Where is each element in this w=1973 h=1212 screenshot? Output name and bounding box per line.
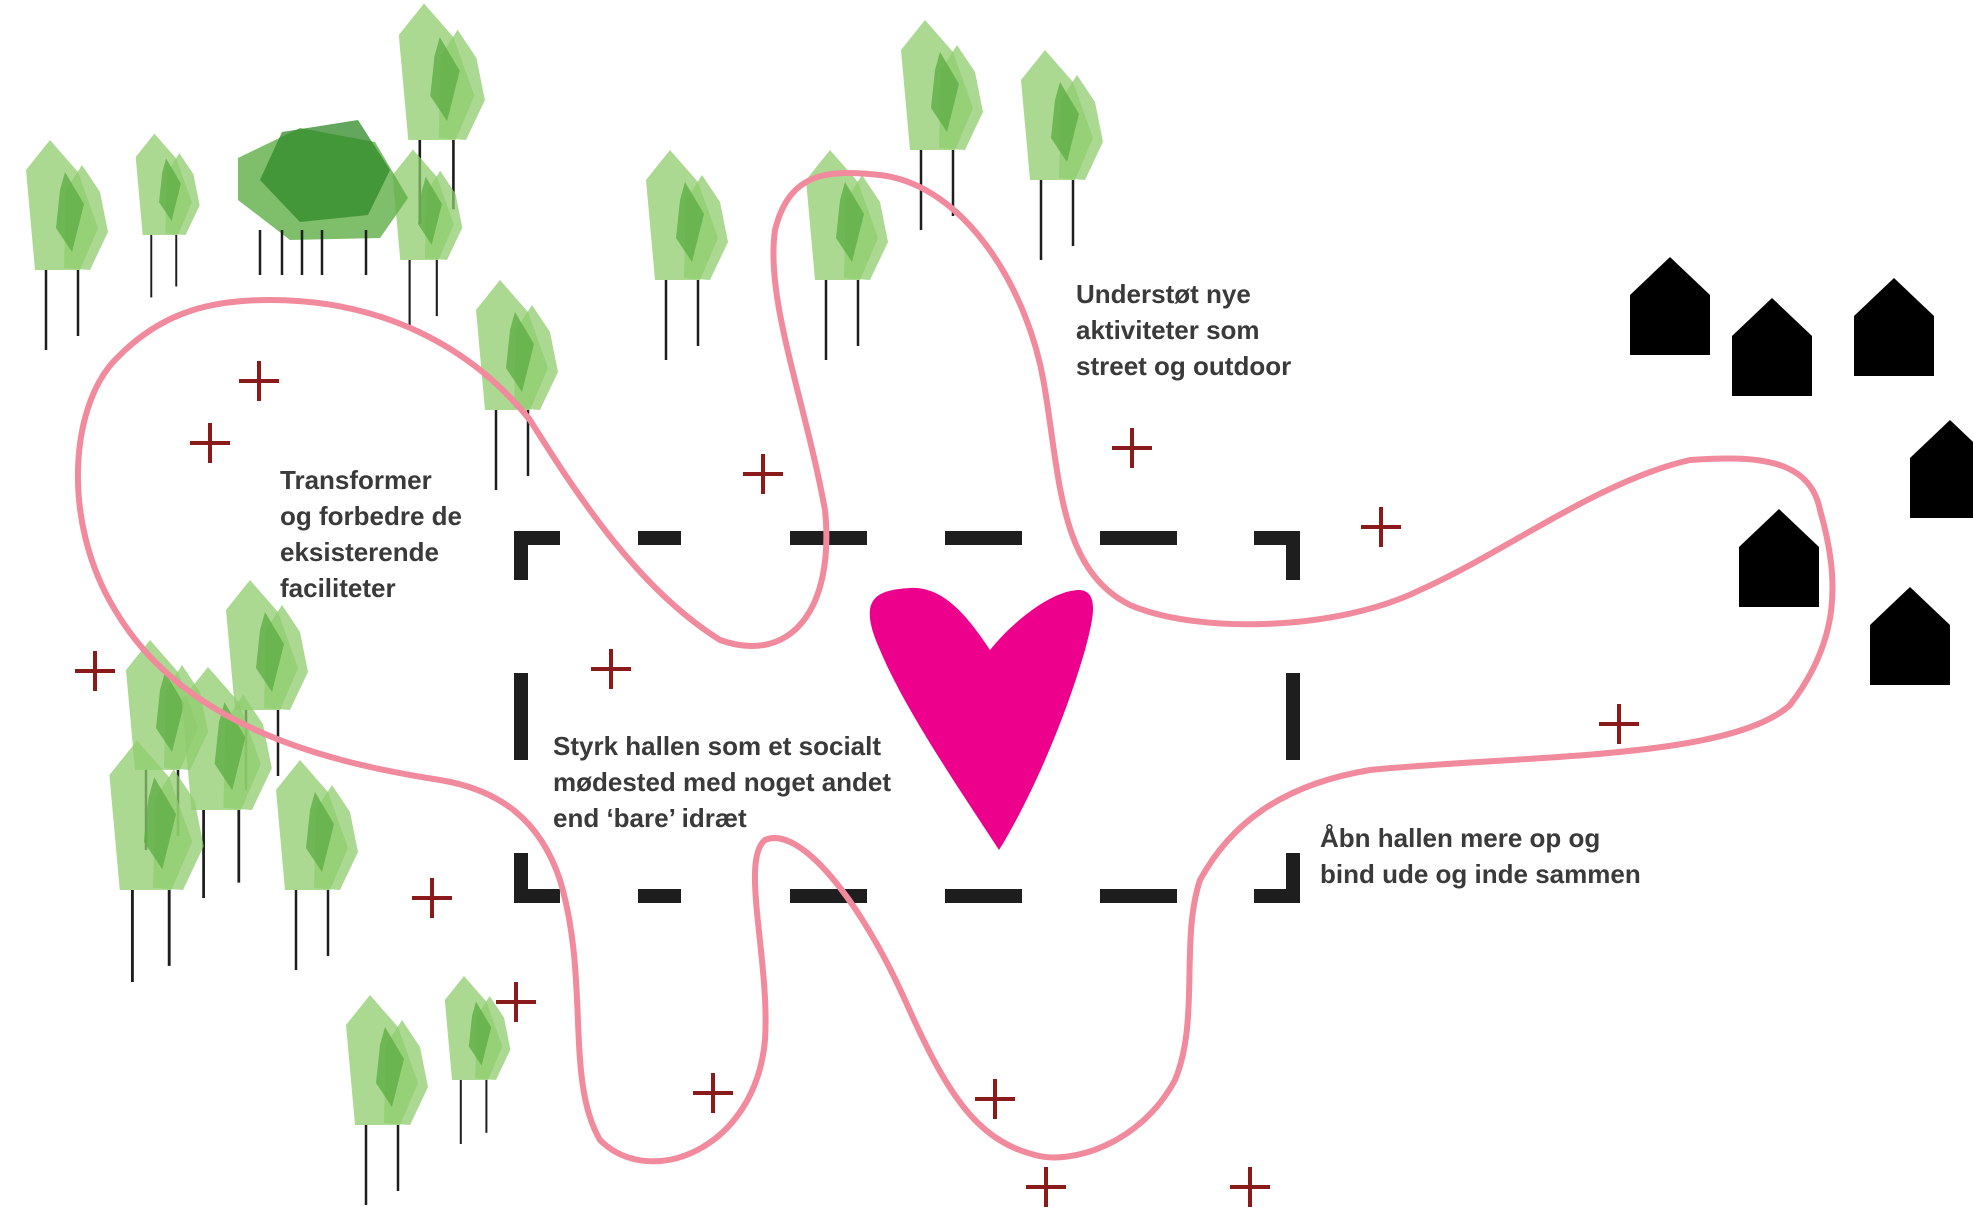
tree-icon bbox=[238, 120, 408, 275]
label-line: end ‘bare’ idræt bbox=[553, 803, 747, 833]
tree-icon bbox=[344, 993, 430, 1207]
plus-icon bbox=[1110, 426, 1154, 470]
plus-icon bbox=[589, 647, 633, 691]
tree-icon bbox=[391, 148, 464, 330]
tree-icon bbox=[804, 148, 890, 362]
plus-icon bbox=[1597, 702, 1641, 746]
label-line: Åbn hallen mere op og bbox=[1320, 823, 1601, 853]
plus-icon bbox=[1228, 1165, 1272, 1209]
tree-icon bbox=[24, 138, 110, 352]
trees-group bbox=[24, 2, 1105, 1207]
house-icon bbox=[1732, 298, 1812, 396]
label-line: aktiviteter som bbox=[1076, 315, 1260, 345]
frame-corner bbox=[1254, 853, 1300, 903]
tree-icon bbox=[474, 278, 560, 492]
label-transform: Transformer og forbedre de eksisterende … bbox=[280, 462, 462, 606]
plus-icon bbox=[237, 359, 281, 403]
dashed-frame bbox=[514, 531, 1300, 903]
label-line: Styrk hallen som et socialt bbox=[553, 731, 882, 761]
plus-icon bbox=[73, 649, 117, 693]
label-line: og forbedre de bbox=[280, 501, 463, 531]
frame-corner bbox=[514, 853, 560, 903]
label-social: Styrk hallen som et socialt mødested med… bbox=[553, 728, 891, 836]
plus-icon bbox=[1359, 505, 1403, 549]
tree-icon bbox=[134, 132, 201, 299]
plus-icon bbox=[1024, 1165, 1068, 1209]
plus-icon bbox=[188, 421, 232, 465]
label-line: mødested med noget andet bbox=[553, 767, 892, 797]
tree-icon bbox=[274, 758, 360, 972]
label-open: Åbn hallen mere op og bind ude og inde s… bbox=[1320, 820, 1641, 892]
frame-corner bbox=[1254, 531, 1300, 580]
label-line: faciliteter bbox=[280, 573, 396, 603]
frame-corner bbox=[514, 531, 560, 580]
plus-icon bbox=[741, 452, 785, 496]
plus-icon bbox=[410, 876, 454, 920]
house-icon bbox=[1739, 509, 1819, 607]
house-icon bbox=[1630, 257, 1710, 355]
label-line: eksisterende bbox=[280, 537, 439, 567]
plus-icon bbox=[691, 1071, 735, 1115]
label-support: Understøt nye aktiviteter som street og … bbox=[1076, 276, 1291, 384]
plus-icon bbox=[973, 1077, 1017, 1121]
label-line: Transformer bbox=[280, 465, 432, 495]
tree-icon bbox=[644, 148, 730, 362]
label-line: Understøt nye bbox=[1076, 279, 1251, 309]
houses-group bbox=[1630, 257, 1973, 685]
label-line: bind ude og inde sammen bbox=[1320, 859, 1641, 889]
activity-zone-outline bbox=[74, 170, 1836, 1165]
label-line: street og outdoor bbox=[1076, 351, 1292, 381]
heart-icon bbox=[869, 587, 1094, 850]
house-icon bbox=[1854, 278, 1934, 376]
house-icon bbox=[1910, 420, 1973, 518]
tree-icon bbox=[1019, 48, 1105, 262]
house-icon bbox=[1870, 587, 1950, 685]
